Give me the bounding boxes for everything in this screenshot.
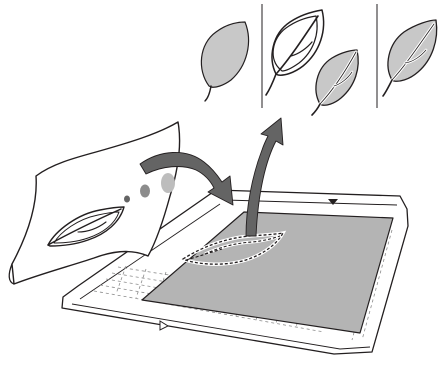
result-panels — [201, 4, 436, 115]
leaf-outline-icon — [266, 10, 324, 95]
paper-dot-large — [161, 173, 175, 193]
leaf-partial-icon — [383, 20, 437, 96]
leaf-silhouette-icon — [201, 22, 248, 101]
paper-dot-medium — [140, 185, 150, 198]
leaf-filled-veined-icon — [312, 50, 358, 115]
paper-dot-small — [124, 196, 130, 203]
